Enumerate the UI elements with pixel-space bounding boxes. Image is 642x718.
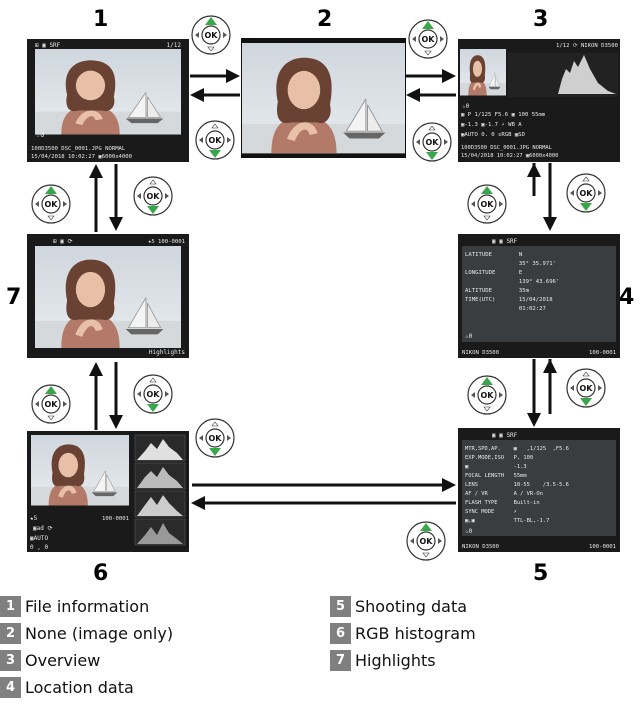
screen-overview: 1/12 ⟳ NIKON D3500 ▣ P 1/125 F5.6 ▣ 100 … (458, 39, 620, 162)
screen4-top-icons: ▣ ▣ SRF (492, 238, 518, 245)
screen1-date-line: 15/04/2018 10:02:27 ▣6000x4000 (31, 154, 132, 160)
legend: 1 File information 2 None (image only) 3… (0, 588, 642, 718)
screen5-folder: 100-0001 (589, 544, 616, 550)
screen6-rating: ★5 (30, 515, 38, 522)
ok-button-1-up (191, 15, 231, 55)
screen5-camera: NIKON D3500 (462, 544, 499, 550)
screen3-file-line: 100D3500 DSC_0001.JPG NORMAL (461, 145, 552, 151)
screen6-values: 0 , 0 (30, 544, 48, 551)
ok-button-3-down (566, 173, 606, 213)
screen7-mode-label: Highlights (149, 349, 186, 356)
legend-badge: 6 (330, 622, 351, 644)
screen3-row1: ▣ P 1/125 F5.6 ▣ 100 55mm (461, 112, 546, 118)
location-row: 139° 43.696' (465, 279, 559, 285)
panel-number-2: 2 (317, 7, 332, 32)
ok-button-6-up (31, 384, 71, 424)
ok-button-5-up (406, 521, 446, 561)
screen7-top-icons: ⊞ ▣ ⟳ (53, 238, 72, 245)
arrows (89, 69, 557, 510)
screen6-icons: ▣ad ⟳ (33, 525, 52, 532)
location-row: 01:02:27 (465, 306, 546, 312)
ok-button-7-down (133, 374, 173, 414)
legend-item-4: 4 Location data (0, 676, 134, 698)
screen6-folder: 100-0001 (102, 516, 129, 522)
legend-item-2: 2 None (image only) (0, 622, 173, 644)
screen3-rating: ☆0 (462, 103, 470, 110)
ok-button-3-up (467, 184, 507, 224)
screen6-wb: ▣AUTO (30, 535, 48, 542)
shooting-row: ▣ -1.3 (465, 464, 527, 470)
legend-label: Location data (25, 677, 134, 697)
location-row: TIME(UTC) 15/04/2018 (465, 297, 553, 303)
legend-label: Shooting data (355, 596, 468, 616)
legend-item-3: 3 Overview (0, 649, 100, 671)
location-row: LONGITUDE E (465, 270, 523, 276)
screen-location-data: ▣ ▣ SRF LATITUDE N 35° 35.971' LONGITUDE … (458, 234, 620, 358)
panel-number-7: 7 (6, 285, 21, 310)
screen5-top-icons: ▣ ▣ SRF (492, 432, 518, 439)
screen1-rating: ☆0 (36, 131, 44, 139)
legend-badge: 7 (330, 649, 351, 671)
screen-image-only (241, 38, 406, 158)
shooting-row: FLASH TYPE Built-in (465, 500, 540, 506)
legend-label: Overview (25, 650, 101, 670)
screen3-header: 1/12 ⟳ NIKON D3500 (556, 43, 618, 49)
shooting-row: SYNC MODE ⚡ (465, 509, 517, 515)
panel-number-4: 4 (619, 285, 634, 310)
ok-button-4-up (467, 375, 507, 415)
screen3-row3: ▣AUTO 0. 0 sRGB ▣SD (461, 132, 526, 138)
screen1-frame-count: 1/12 (167, 42, 182, 49)
screen3-date-line: 15/04/2018 10:02:27 ▣6000x4000 (461, 153, 558, 159)
ok-button-4-down (566, 368, 606, 408)
legend-label: Highlights (355, 650, 436, 670)
ok-button-1-down (195, 120, 235, 160)
screen1-file-line: 100D3500 DSC_0001.JPG NORMAL (31, 146, 126, 152)
legend-badge: 2 (0, 622, 21, 644)
legend-badge: 5 (330, 595, 351, 617)
screen4-rating: ☆0 (465, 333, 473, 340)
location-row: ALTITUDE 35m (465, 288, 530, 294)
screen3-row2: ▣-1.3 ▣-1.7 ⚡ WB A (461, 122, 522, 128)
legend-badge: 1 (0, 595, 21, 617)
legend-badge: 3 (0, 649, 21, 671)
screen-file-information: ⊞ ▣ SRF 1/12 ☆0 100D3500 DSC_0001.JPG NO… (27, 39, 189, 162)
screen-highlights: ⊞ ▣ ⟳ ★5 100-0001 Highlights (27, 234, 189, 358)
screen4-folder: 100-0001 (589, 350, 616, 356)
panel-number-3: 3 (533, 7, 548, 32)
ok-button-2-down (412, 122, 452, 162)
legend-item-7: 7 Highlights (330, 649, 436, 671)
shooting-row: EXP.MODE,ISO P, 100 (465, 455, 533, 461)
ok-button-7-up (31, 184, 71, 224)
shooting-row: ▣,▣ TTL-BL,-1.7 (465, 518, 549, 524)
location-row: 35° 35.971' (465, 261, 556, 267)
shooting-row: AF / VR A / VR-On (465, 491, 543, 497)
legend-label: None (image only) (25, 623, 174, 643)
display-mode-diagram: OK 1 2 3 4 5 6 7 ⊞ ▣ SRF 1/12 ☆0 100D350… (6, 7, 634, 586)
legend-item-5: 5 Shooting data (330, 595, 467, 617)
screen5-rating: ☆0 (465, 528, 473, 535)
legend-item-6: 6 RGB histogram (330, 622, 476, 644)
legend-label: File information (25, 596, 150, 616)
screen4-camera: NIKON D3500 (462, 350, 499, 356)
panel-number-1: 1 (93, 7, 108, 32)
screen-shooting-data: ▣ ▣ SRF MTR,SPD,AP. ▣ ,1/125 ,F5.6EXP.MO… (458, 428, 620, 552)
ok-button-6-down (195, 418, 235, 458)
screen-rgb-histogram: ★5 100-0001 ▣ad ⟳ ▣AUTO 0 , 0 (27, 431, 189, 552)
ok-button-1-down-left (133, 176, 173, 216)
ok-button-2-up (408, 19, 448, 59)
shooting-row: FOCAL LENGTH 55mm (465, 473, 527, 479)
shooting-row: LENS 18-55 /3.5-5.6 (465, 482, 569, 488)
screen1-top-icons: ⊞ ▣ SRF (35, 42, 61, 49)
location-row: LATITUDE N (465, 252, 522, 258)
legend-label: RGB histogram (355, 623, 476, 643)
shooting-row: MTR,SPD,AP. ▣ ,1/125 ,F5.6 (465, 446, 569, 452)
histogram-stack (134, 434, 186, 546)
panel-number-5: 5 (533, 561, 548, 586)
legend-item-1: 1 File information (0, 595, 149, 617)
screen7-rating-folder: ★5 100-0001 (148, 239, 185, 245)
legend-badge: 4 (0, 676, 21, 698)
panel-number-6: 6 (93, 561, 108, 586)
